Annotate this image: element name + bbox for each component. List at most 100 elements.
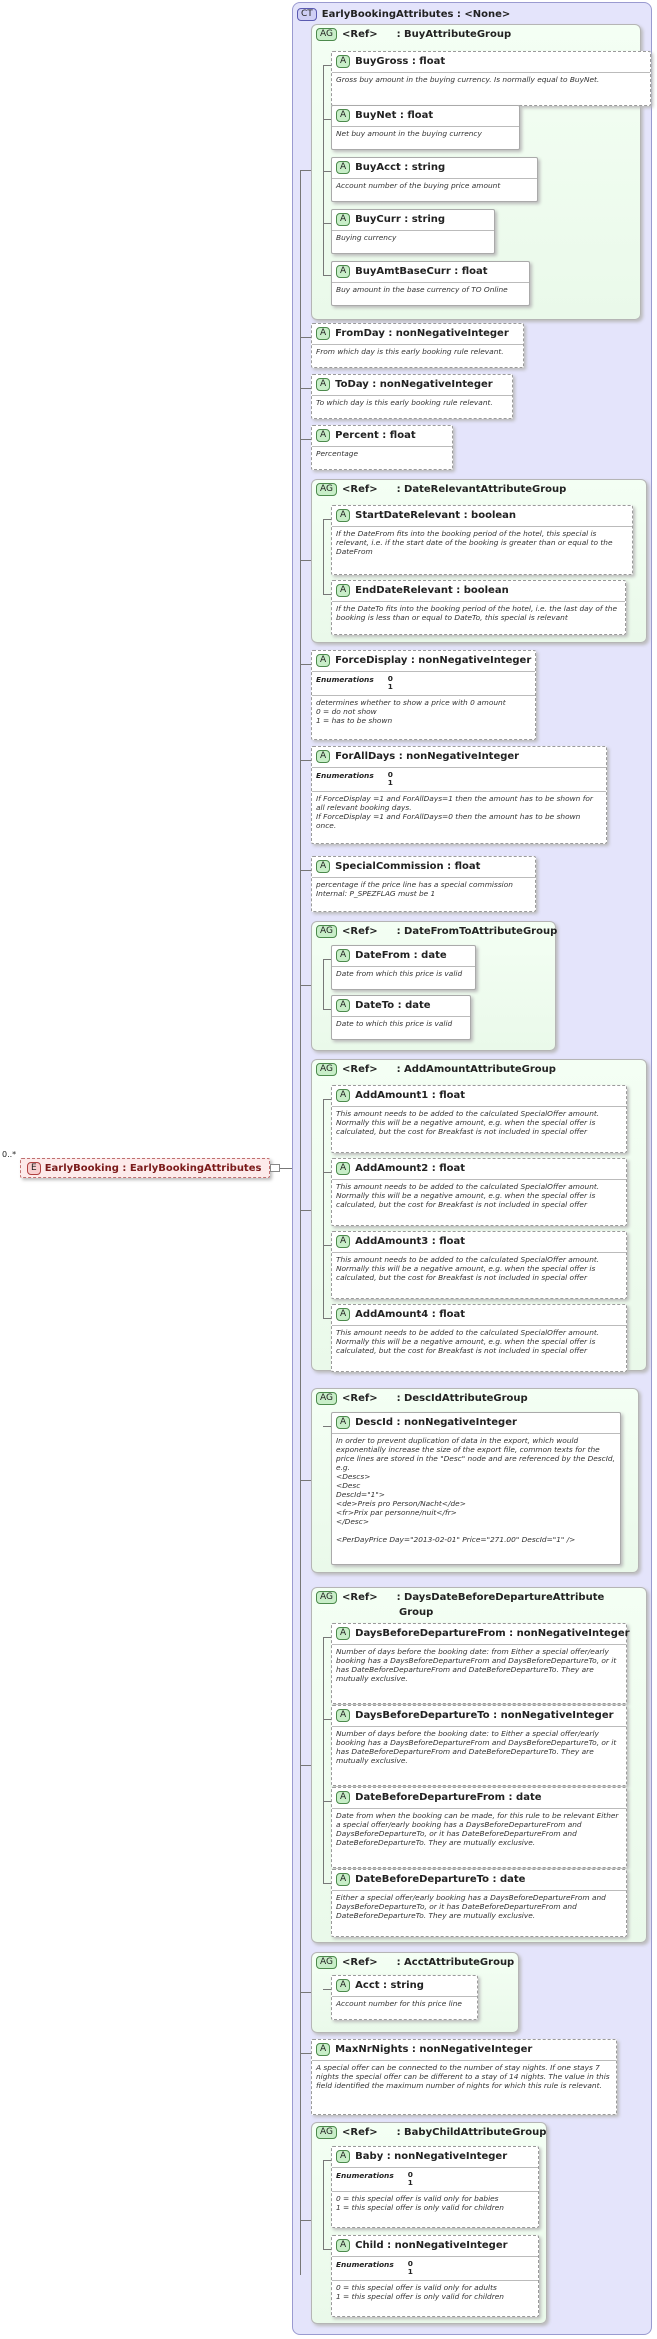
group-header: AG<Ref>: DescIdAttributeGroup bbox=[312, 1389, 638, 1405]
tree-line bbox=[323, 2249, 331, 2250]
box-title: DaysBeforeDepartureTo : nonNegativeInteg… bbox=[355, 1710, 614, 1721]
box-title: StartDateRelevant : boolean bbox=[355, 510, 517, 521]
attribute-badge: A bbox=[336, 1308, 351, 1321]
tree-line bbox=[323, 1883, 331, 1884]
doc-line: 1 = has to be shown bbox=[316, 716, 393, 725]
separator bbox=[312, 2060, 616, 2061]
doc-line: <de>Preis pro Person/Nacht</de> bbox=[336, 1499, 466, 1508]
group-ref: <Ref> bbox=[341, 484, 378, 495]
attribute-doc: percentage if the price line has a speci… bbox=[312, 878, 535, 900]
doc-line: <Desc bbox=[336, 1481, 361, 1490]
separator bbox=[312, 695, 535, 696]
attribute-doc: Either a special offer/early booking has… bbox=[336, 1893, 606, 1920]
attribute-doc: determines whether to show a price with … bbox=[312, 696, 535, 727]
tree-line bbox=[323, 1719, 331, 1720]
separator bbox=[332, 72, 650, 73]
attribute-badge: A bbox=[336, 265, 351, 278]
enumerations-label: Enumerations bbox=[316, 771, 374, 780]
group-ref: <Ref> bbox=[341, 926, 378, 937]
separator bbox=[332, 230, 494, 231]
separator bbox=[332, 1726, 626, 1727]
attribute-doc: Net buy amount in the buying currency bbox=[336, 129, 482, 138]
tree-line bbox=[323, 1099, 331, 1100]
box-title: DateFrom : date bbox=[355, 950, 447, 961]
box-title: ToDay : nonNegativeInteger bbox=[335, 379, 493, 390]
tree-line bbox=[323, 519, 331, 520]
group-header: AG<Ref>: BabyChildAttributeGroup bbox=[312, 2123, 546, 2139]
doc-line: 1 = this special offer is only valid for… bbox=[336, 2203, 504, 2212]
tree-line bbox=[300, 337, 311, 338]
attribute-doc: Account number for this price line bbox=[336, 1999, 462, 2008]
enumeration-value: 1 bbox=[407, 2267, 413, 2276]
tree-line bbox=[323, 1801, 331, 1802]
group-header: AG<Ref>: BuyAttributeGroup bbox=[312, 25, 640, 41]
group-name-2: Group bbox=[399, 1607, 434, 1618]
separator bbox=[332, 2167, 538, 2168]
separator bbox=[332, 2280, 538, 2281]
tree-line bbox=[323, 65, 324, 275]
doc-line: If ForceDisplay =1 and ForAllDays=1 then… bbox=[316, 794, 593, 812]
doc-line bbox=[336, 1526, 616, 1535]
group-ref: <Ref> bbox=[341, 1957, 378, 1968]
root-element[interactable]: E EarlyBooking : EarlyBookingAttributes bbox=[20, 1158, 270, 1178]
doc-line: 0 = this special offer is valid only for… bbox=[336, 2194, 499, 2203]
enumeration-value: 1 bbox=[387, 682, 393, 691]
attribute-doc: This amount needs to be added to the cal… bbox=[336, 1255, 600, 1282]
enumerations-label: Enumerations bbox=[336, 2260, 394, 2269]
tree-line bbox=[323, 959, 324, 1009]
doc-line: Internal: P_SPEZFLAG must be 1 bbox=[316, 889, 436, 898]
doc-line: In order to prevent duplication of data … bbox=[336, 1436, 615, 1472]
enumeration-value: 0 bbox=[387, 770, 393, 779]
attribute-badge: A bbox=[336, 161, 351, 174]
box-title: BuyAmtBaseCurr : float bbox=[355, 266, 488, 277]
box-title: MaxNrNights : nonNegativeInteger bbox=[335, 2044, 533, 2055]
enumeration-value: 1 bbox=[407, 2178, 413, 2187]
group-ref: <Ref> bbox=[341, 1592, 378, 1603]
doc-line: percentage if the price line has a speci… bbox=[316, 880, 513, 889]
group-badge: AG bbox=[316, 1591, 337, 1604]
group-ref: <Ref> bbox=[341, 1064, 378, 1075]
tree-line bbox=[323, 1426, 331, 1427]
box-title: FromDay : nonNegativeInteger bbox=[335, 328, 509, 339]
